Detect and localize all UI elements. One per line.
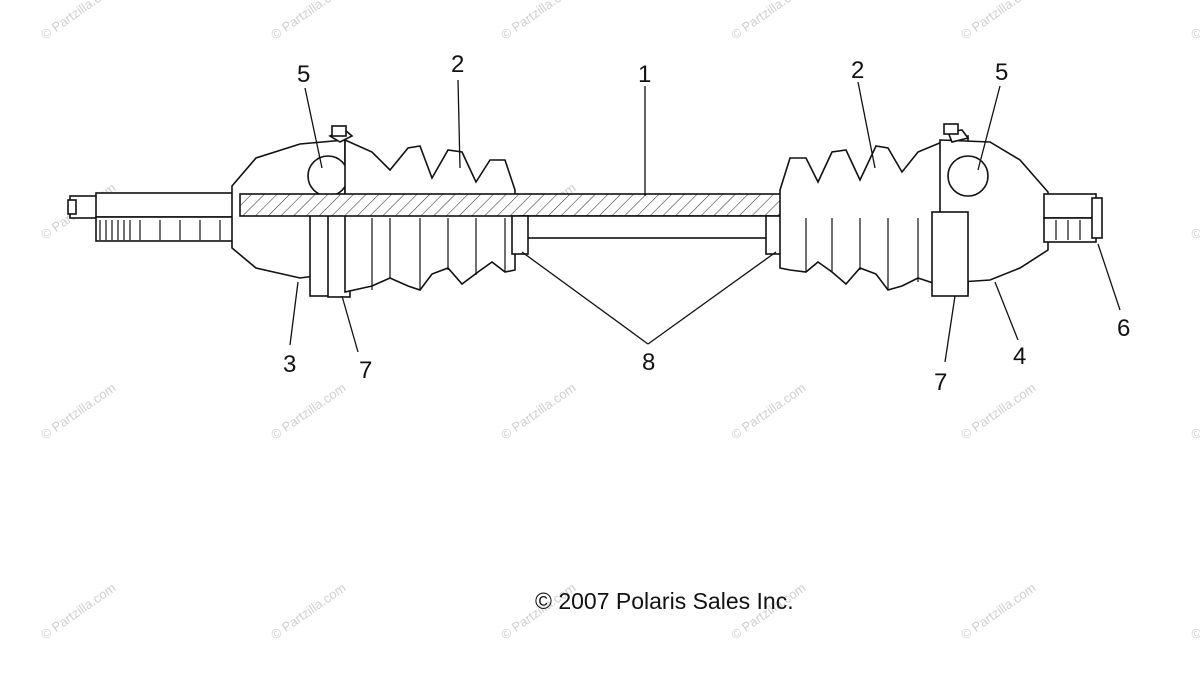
right-stub-shaft (1043, 193, 1103, 243)
watermark-text: © Partzilla.com (268, 580, 348, 643)
watermark-text: © Partzilla.com (498, 380, 578, 443)
leader-7-right (944, 295, 956, 363)
callout-7-left: 7 (359, 357, 372, 384)
copyright-notice: © 2007 Polaris Sales Inc. (535, 588, 794, 614)
callout-labels: 1 2 2 3 4 5 5 6 7 7 8 (283, 51, 1130, 396)
callout-7-right: 7 (934, 369, 947, 396)
watermark-text: © Partzilla.com (958, 380, 1038, 443)
axle-drawing (67, 123, 1103, 298)
callout-5-left: 5 (297, 61, 310, 88)
callout-3: 3 (283, 351, 296, 378)
leader-3 (289, 281, 299, 346)
leader-5-left (304, 87, 323, 169)
leader-6 (1097, 243, 1121, 311)
watermark-text: © Partzilla.com (1188, 380, 1200, 443)
callout-2-right: 2 (851, 57, 864, 84)
callout-8: 8 (642, 349, 655, 376)
watermark-text: © Partzilla.com (268, 0, 348, 42)
leader-2-left (457, 79, 461, 169)
left-stub-shaft (67, 192, 247, 242)
watermark-text: © Partzilla.com (958, 580, 1038, 643)
watermark-text: © Partzilla.com (958, 0, 1038, 42)
watermark-text: © Partzilla.com (38, 0, 118, 42)
watermark-layer: © Partzilla.com © Partzilla.com © Partzill… (38, 0, 1200, 642)
watermark-text: © Partzilla.com (498, 0, 578, 42)
callout-1: 1 (638, 61, 651, 88)
watermark-text: © Partzilla.com (728, 380, 808, 443)
leader-8-right (647, 251, 777, 345)
watermark-text: © Partzilla.com (268, 380, 348, 443)
callout-5-right: 5 (995, 59, 1008, 86)
leader-7-left (341, 295, 359, 353)
leader-2-right (857, 81, 876, 169)
leader-4 (994, 281, 1019, 341)
watermark-text: © Partzilla.com (1188, 0, 1200, 42)
left-collar (511, 215, 529, 255)
watermark-text: © Partzilla.com (38, 580, 118, 643)
watermark-text: © Partzilla.com (1188, 180, 1200, 243)
right-cv-housing (931, 123, 1049, 297)
watermark-text: © Partzilla.com (728, 0, 808, 42)
leader-5-right (977, 85, 1001, 171)
callout-2-left: 2 (451, 51, 464, 78)
watermark-text: © Partzilla.com (1188, 580, 1200, 643)
leader-lines (289, 79, 1121, 363)
callout-6: 6 (1117, 315, 1130, 342)
watermark-text: © Partzilla.com (38, 380, 118, 443)
callout-4: 4 (1013, 343, 1026, 370)
shaft-neck (519, 215, 771, 239)
leader-8-left (521, 251, 649, 345)
